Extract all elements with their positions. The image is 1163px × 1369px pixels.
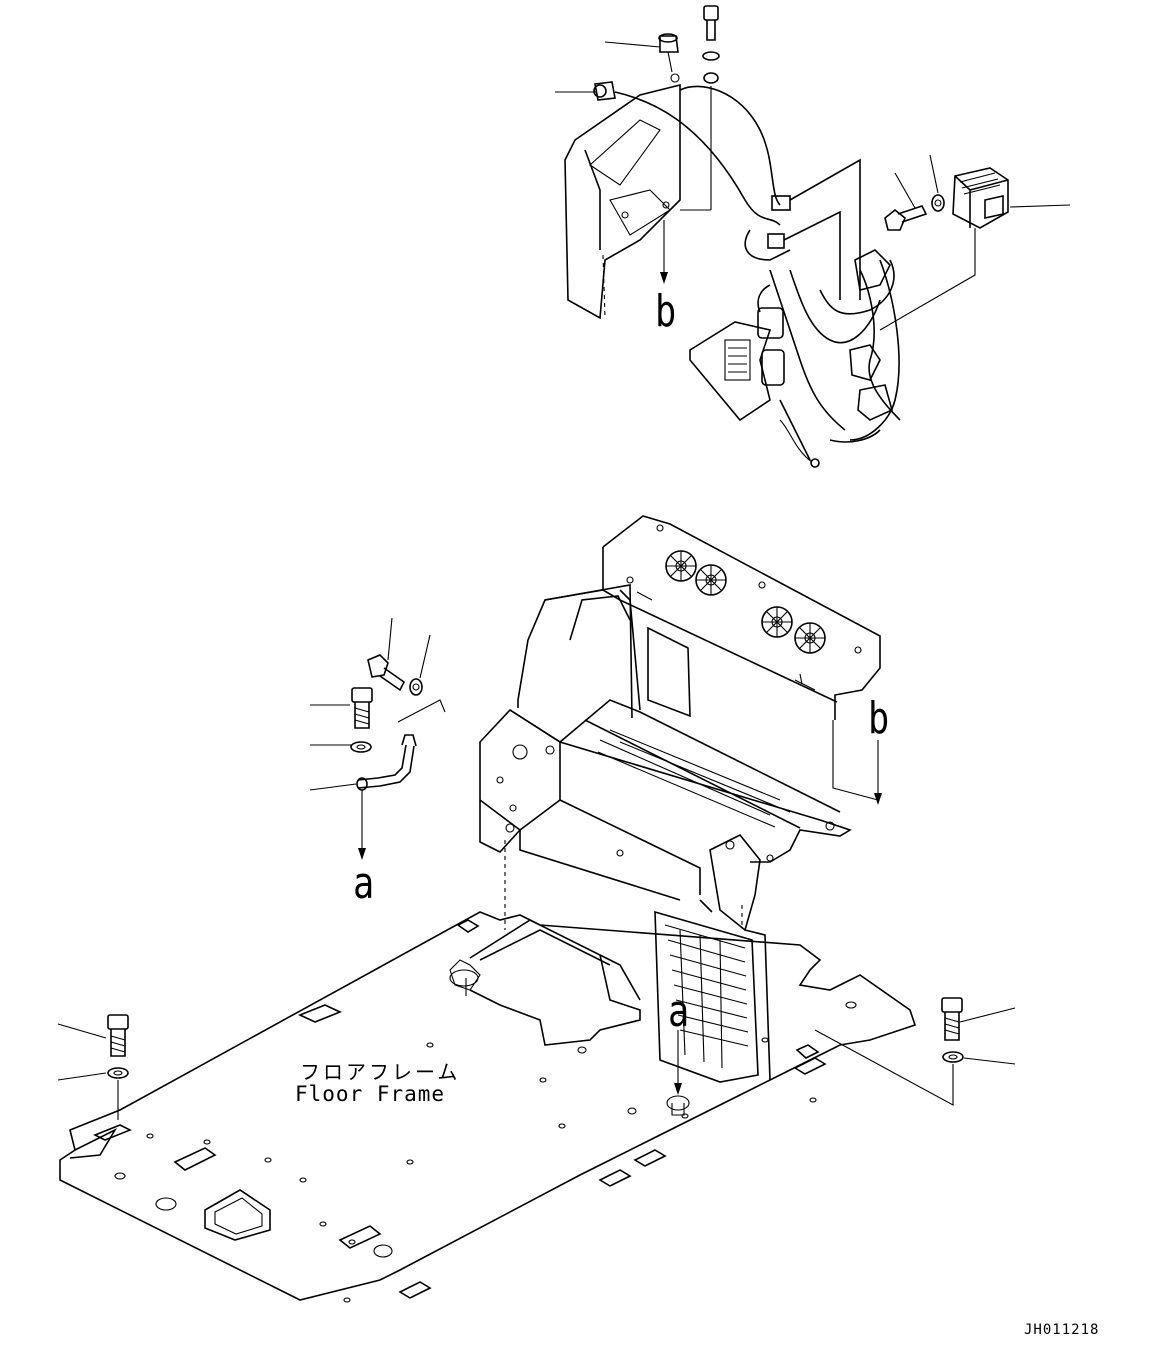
relay-and-bolt [879, 167, 1009, 331]
upper-leader-lines [555, 41, 1071, 209]
arrow-a-upper [358, 790, 366, 860]
arrow-b-lower [832, 720, 882, 805]
ref-b-upper-label: b [655, 286, 677, 337]
floor-frame-label: Floor Frame [295, 1082, 446, 1106]
left-leader-lines [309, 617, 446, 791]
upper-bracket [564, 73, 681, 320]
floor-frame-label-japanese: フロアフレーム [300, 1060, 461, 1084]
arrow-a-lower [674, 1030, 682, 1095]
ref-a-lower-label: a [668, 986, 690, 1037]
upper-fasteners [593, 5, 720, 211]
floor-frame [59, 899, 917, 1303]
vent-grilles [665, 550, 826, 654]
floor-bolt-left [57, 1014, 129, 1120]
left-fasteners [350, 654, 423, 791]
wiring-harness [614, 85, 901, 468]
storage-tray [479, 699, 852, 932]
arrow-b-upper [660, 220, 668, 284]
floor-bolt-right [814, 997, 1016, 1106]
ref-a-upper-label: a [353, 858, 375, 909]
rear-panel [517, 515, 881, 720]
drawing-number: JH011218 [1024, 1322, 1100, 1338]
ref-b-lower-label: b [868, 693, 890, 744]
